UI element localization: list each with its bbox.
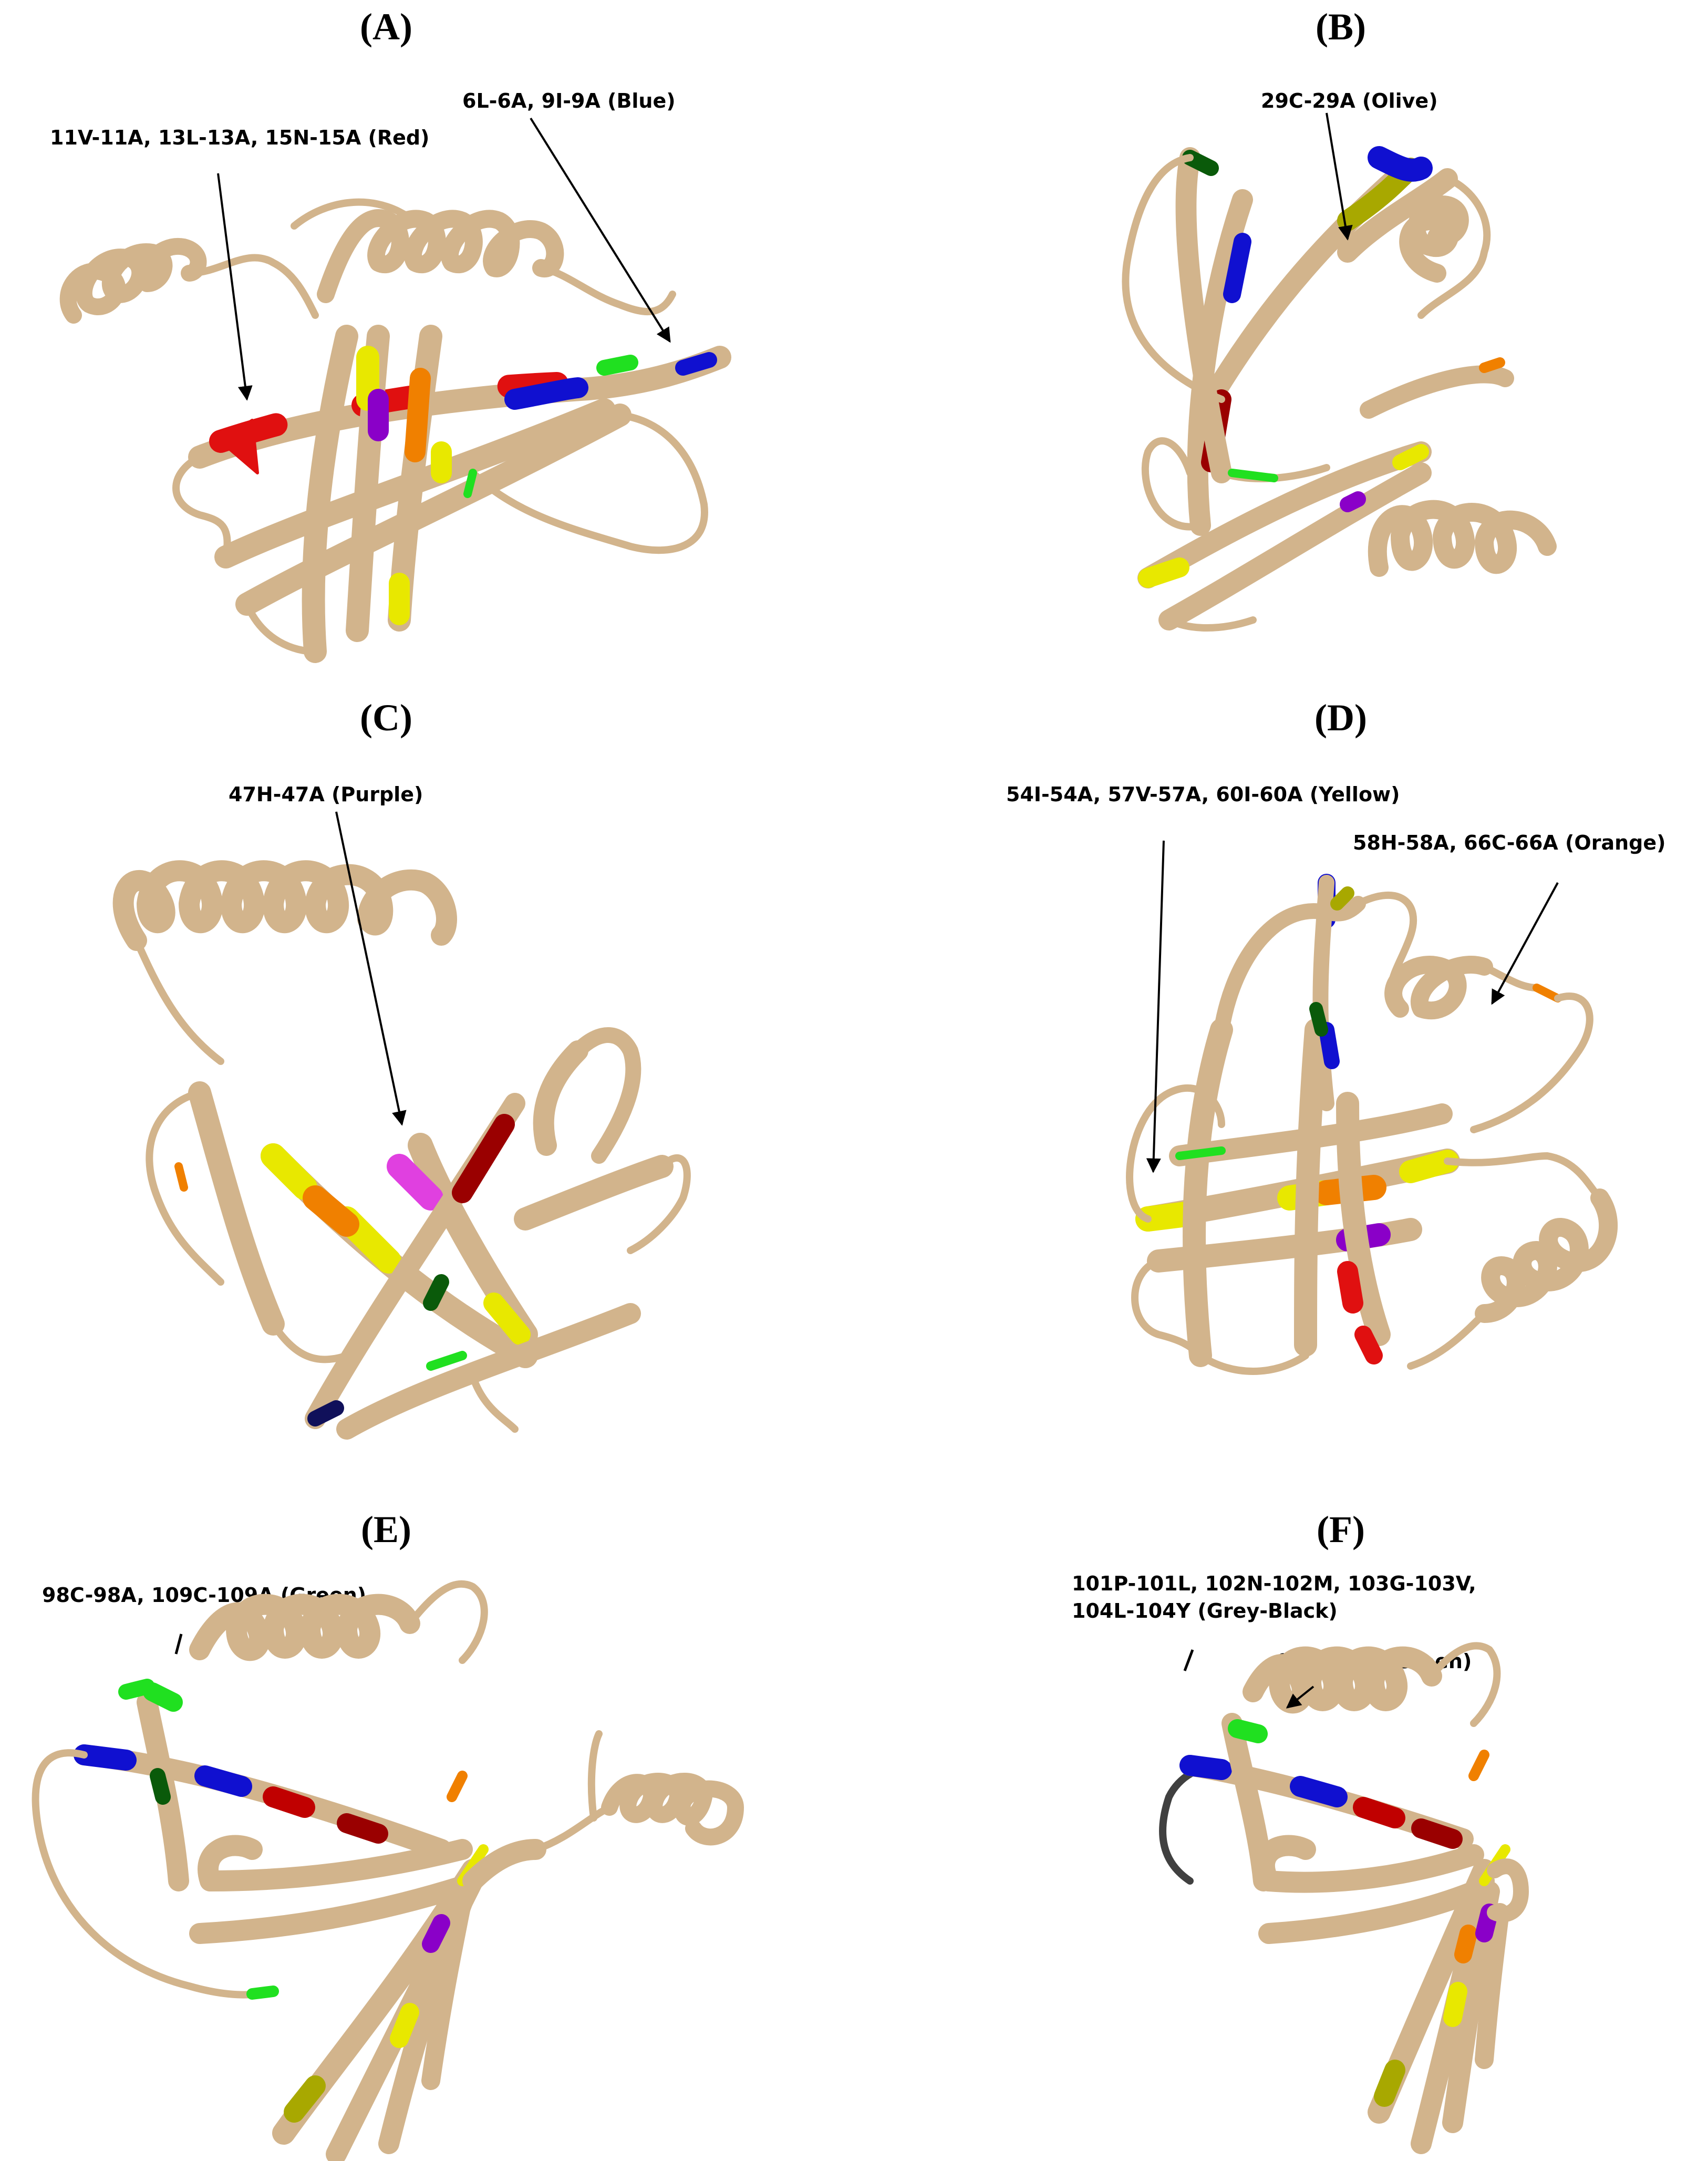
arrows-c (335, 811, 407, 1126)
panel-label-a: (A) (360, 6, 412, 48)
protein-structure-a (59, 198, 731, 663)
annotation-a-blue: 6L-6A, 9I-9A (Blue) (462, 89, 676, 112)
annotation-f-grey-black-line1: 101P-101L, 102N-102M, 103G-103V, (1072, 1572, 1476, 1595)
protein-structure-e (32, 1580, 744, 2161)
protein-structure-d (1126, 874, 1618, 1375)
panel-label-f: (F) (1317, 1508, 1365, 1550)
panel-label-c: (C) (360, 697, 412, 739)
arrows-b (1326, 112, 1353, 241)
protein-structure-f (1159, 1642, 1529, 2154)
annotation-a-red: 11V-11A, 13L-13A, 15N-15A (Red) (50, 126, 430, 149)
annotation-b-olive: 29C-29A (Olive) (1261, 89, 1438, 112)
annotation-c-purple: 47H-47A (Purple) (229, 783, 423, 806)
annotation-f-grey-black-line2: 104L-104Y (Grey-Black) (1072, 1599, 1338, 1622)
arrows-e (174, 1633, 183, 1655)
panel-label-b: (B) (1316, 6, 1366, 48)
panel-label-e: (E) (361, 1508, 411, 1550)
arrows-d (1146, 840, 1559, 1173)
annotation-d-orange: 58H-58A, 66C-66A (Orange) (1353, 831, 1666, 854)
annotation-d-yellow: 54I-54A, 57V-57A, 60I-60A (Yellow) (1006, 783, 1400, 806)
protein-structure-b (1122, 146, 1557, 632)
arrows-a (217, 117, 671, 401)
protein-structure-c (112, 860, 691, 1440)
panel-label-d: (D) (1314, 697, 1367, 739)
